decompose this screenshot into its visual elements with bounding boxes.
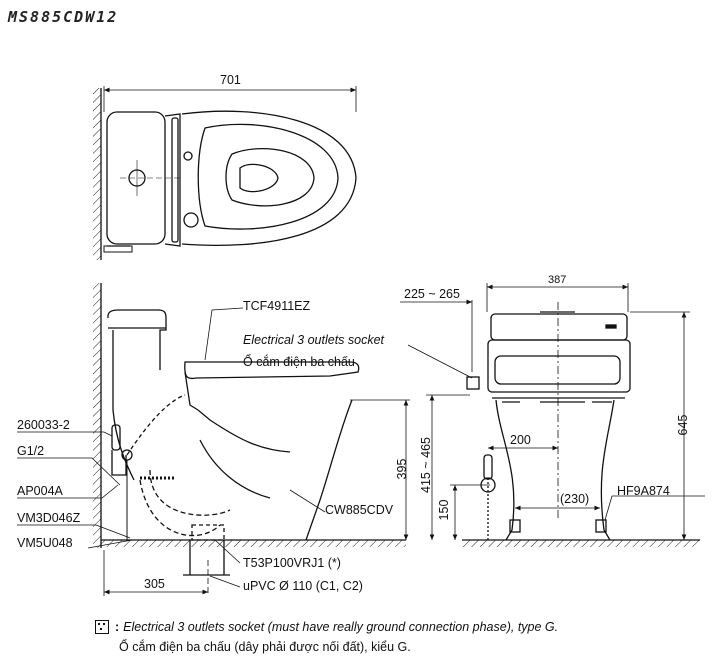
- label-pipe: uPVC Ø 110 (C1, C2): [243, 579, 363, 593]
- dim-foot-spacing: (230): [560, 492, 590, 506]
- dim-top-width: 701: [220, 73, 241, 87]
- label-socket-vi: Ổ cắm điện ba chấu: [243, 355, 355, 369]
- dim-floor-to-center: 150: [437, 499, 451, 521]
- label-seat-model: TCF4911EZ: [243, 299, 311, 313]
- footnote-line1: Electrical 3 outlets socket (must have r…: [123, 620, 559, 634]
- dim-inlet-offset: 200: [510, 433, 531, 447]
- dim-socket-offset: 225 ~ 265: [404, 287, 460, 301]
- footnote-line2: Ổ cắm điện ba chấu (dây phải được nối đấ…: [119, 640, 411, 654]
- footnote: : Electrical 3 outlets socket (must have…: [95, 617, 558, 657]
- dim-rough-in-range: 415 ~ 465: [419, 437, 433, 493]
- label-socket-en: Electrical 3 outlets socket: [243, 333, 385, 347]
- model-title: MS885CDW12: [8, 8, 119, 26]
- label-part-hose: AP004A: [17, 484, 63, 498]
- dim-front-width: 387: [548, 274, 567, 286]
- dim-front-height: 645: [676, 414, 690, 436]
- side-view: [17, 283, 473, 596]
- dim-side-depth: 305: [144, 577, 165, 591]
- label-part-valve: 260033-2: [17, 418, 70, 432]
- socket-symbol-icon: [95, 620, 109, 634]
- label-part-bolt: VM5U048: [17, 536, 73, 550]
- label-bowl-model: CW885CDV: [325, 503, 394, 517]
- front-view: [400, 283, 705, 547]
- top-view: [93, 86, 357, 260]
- label-part-thread: G1/2: [17, 444, 45, 458]
- label-part-flange: VM3D046Z: [17, 511, 81, 525]
- dim-side-height: 395: [395, 458, 409, 480]
- label-front-bolt: HF9A874: [617, 484, 670, 498]
- label-drain-model: T53P100VRJ1 (*): [243, 556, 341, 570]
